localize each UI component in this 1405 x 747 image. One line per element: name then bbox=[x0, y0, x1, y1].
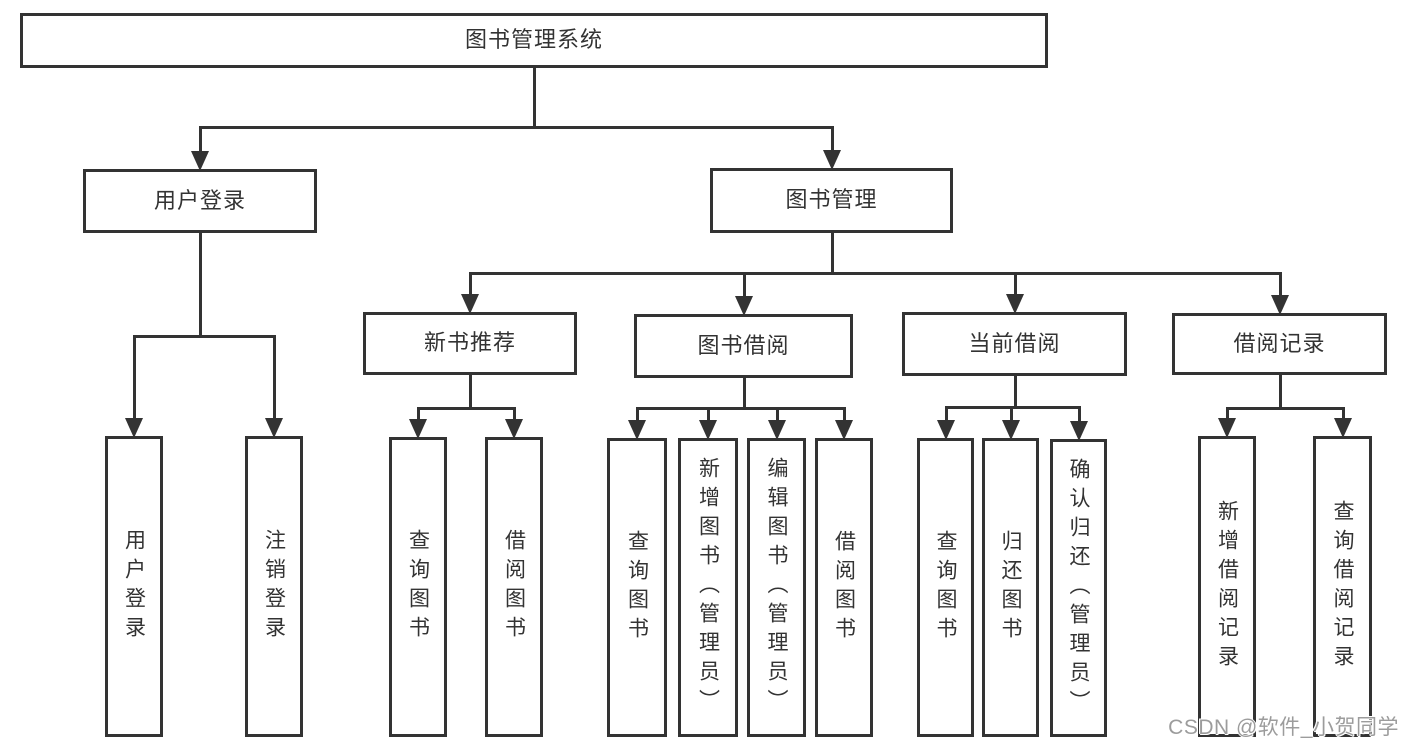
node-borrow-1: 查询图书 bbox=[607, 438, 667, 737]
arrowhead-login-2 bbox=[265, 418, 283, 438]
arrowhead-borrow-3 bbox=[768, 420, 786, 440]
node-mgmt: 图书管理 bbox=[710, 168, 953, 233]
node-current: 当前借阅 bbox=[902, 312, 1127, 376]
connector-drop-borrow bbox=[742, 272, 746, 296]
connector-drop-borrow-4 bbox=[842, 407, 846, 420]
arrowhead-borrow bbox=[735, 296, 753, 316]
connector-drop-newbook-2 bbox=[512, 407, 516, 419]
node-borrow-4: 借阅图书 bbox=[815, 438, 873, 737]
connector-drop-current-3 bbox=[1077, 406, 1081, 421]
connector-stem-newbook bbox=[468, 375, 472, 410]
connector-stem-records bbox=[1278, 375, 1282, 410]
arrowhead-borrow-2 bbox=[699, 420, 717, 440]
node-login-1: 用户登录 bbox=[105, 436, 163, 737]
connector-branch-root bbox=[198, 126, 834, 129]
arrowhead-current-1 bbox=[937, 420, 955, 440]
node-borrow: 图书借阅 bbox=[634, 314, 853, 378]
node-records: 借阅记录 bbox=[1172, 313, 1387, 375]
arrowhead-newbook-1 bbox=[409, 419, 427, 439]
connector-drop-newbook-1 bbox=[416, 407, 420, 419]
arrowhead-records bbox=[1271, 295, 1289, 315]
connector-drop-newbook bbox=[468, 272, 472, 294]
node-newbook-1: 查询图书 bbox=[389, 437, 447, 737]
connector-stem-mgmt bbox=[830, 233, 834, 275]
connector-drop-mgmt bbox=[830, 126, 834, 150]
arrowhead-borrow-1 bbox=[628, 420, 646, 440]
connector-branch-records bbox=[1225, 407, 1345, 410]
arrowhead-current-2 bbox=[1002, 420, 1020, 440]
connector-drop-current-2 bbox=[1009, 406, 1013, 420]
arrowhead-newbook bbox=[461, 294, 479, 314]
arrowhead-records-1 bbox=[1218, 418, 1236, 438]
arrowhead-current bbox=[1006, 294, 1024, 314]
connector-branch-current bbox=[944, 406, 1081, 409]
node-borrow-3: 编辑图书（管理员） bbox=[747, 438, 806, 737]
node-borrow-2: 新增图书（管理员） bbox=[678, 438, 738, 737]
connector-branch-login bbox=[132, 335, 276, 338]
connector-drop-records-2 bbox=[1341, 407, 1345, 418]
connector-drop-records-1 bbox=[1225, 407, 1229, 418]
arrowhead-login-1 bbox=[125, 418, 143, 438]
connector-drop-login bbox=[198, 126, 202, 151]
connector-drop-borrow-2 bbox=[706, 407, 710, 420]
arrowhead-records-2 bbox=[1334, 418, 1352, 438]
connector-stem-root bbox=[532, 68, 536, 129]
node-current-1: 查询图书 bbox=[917, 438, 974, 737]
connector-drop-records bbox=[1278, 272, 1282, 295]
node-current-2: 归还图书 bbox=[982, 438, 1039, 737]
arrowhead-mgmt bbox=[823, 150, 841, 170]
arrowhead-borrow-4 bbox=[835, 420, 853, 440]
connector-branch-mgmt bbox=[468, 272, 1282, 275]
node-login: 用户登录 bbox=[83, 169, 317, 233]
node-login-2: 注销登录 bbox=[245, 436, 303, 737]
arrowhead-current-3 bbox=[1070, 421, 1088, 441]
arrowhead-login bbox=[191, 151, 209, 171]
node-root: 图书管理系统 bbox=[20, 13, 1048, 68]
connector-drop-login-2 bbox=[272, 335, 276, 418]
connector-drop-borrow-1 bbox=[635, 407, 639, 420]
node-records-1: 新增借阅记录 bbox=[1198, 436, 1256, 737]
connector-branch-newbook bbox=[416, 407, 516, 410]
node-current-3: 确认归还（管理员） bbox=[1050, 439, 1107, 737]
connector-drop-login-1 bbox=[132, 335, 136, 418]
csdn-watermark: CSDN @软件_小贺同学 bbox=[1168, 716, 1399, 739]
connector-drop-current-1 bbox=[944, 406, 948, 420]
node-newbook-2: 借阅图书 bbox=[485, 437, 543, 737]
connector-stem-current bbox=[1013, 376, 1017, 409]
connector-stem-login bbox=[198, 233, 202, 338]
connector-drop-current bbox=[1013, 272, 1017, 294]
connector-branch-borrow bbox=[635, 407, 846, 410]
node-records-2: 查询借阅记录 bbox=[1313, 436, 1372, 737]
arrowhead-newbook-2 bbox=[505, 419, 523, 439]
connector-stem-borrow bbox=[742, 378, 746, 410]
node-newbook: 新书推荐 bbox=[363, 312, 577, 375]
connector-drop-borrow-3 bbox=[775, 407, 779, 420]
